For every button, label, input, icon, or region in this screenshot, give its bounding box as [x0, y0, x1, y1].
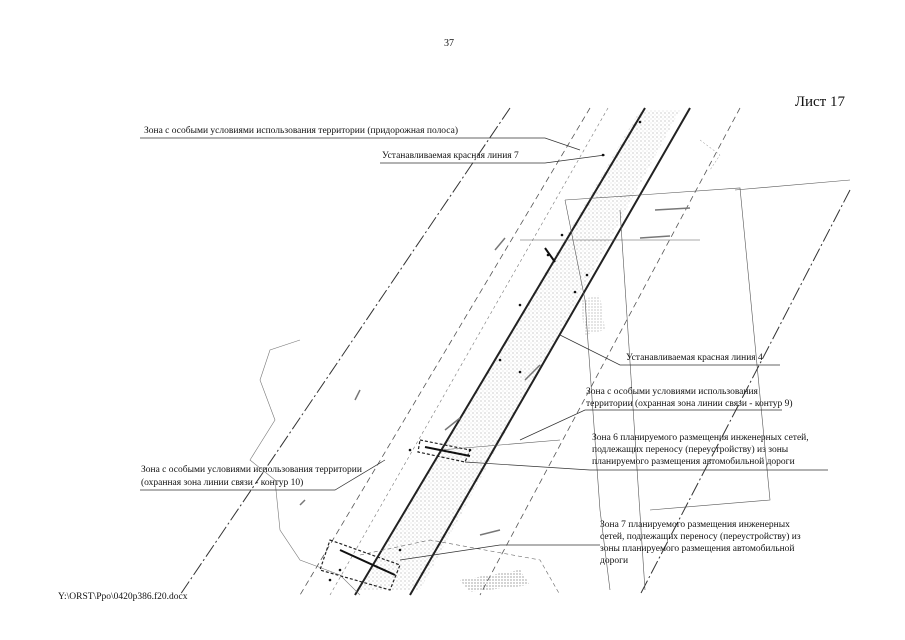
- red-line-4: [409, 107, 691, 596]
- dash-dot-line-left: [179, 107, 511, 596]
- leader-comm-10: [140, 459, 386, 491]
- dash-dot-line-right: [639, 189, 851, 596]
- label-comm-zone-9-line1: Зона с особыми условиями использования: [586, 387, 758, 397]
- label-zone-6-line1: Зона 6 планируемого размещения инженерны…: [592, 433, 809, 443]
- roadside-boundary-3: [329, 107, 609, 596]
- label-zone-7-line4: дороги: [600, 556, 629, 566]
- red-line-7: [354, 107, 646, 596]
- parcel-boundary-g: [359, 539, 561, 596]
- survey-points: [328, 120, 642, 582]
- terrain-contour: [249, 339, 361, 596]
- hatched-area-right: [580, 295, 605, 335]
- leader-roadside: [140, 137, 581, 151]
- leader-comm-9: [519, 409, 782, 441]
- road-corridor-fill: [360, 110, 680, 590]
- label-zone-7-line3: зоны планируемого размещения автомобильн…: [600, 544, 795, 554]
- parcel-boundary-b: [564, 199, 611, 591]
- leader-zone-7: [399, 544, 600, 561]
- label-comm-zone-9-line2: территории (охранная зона линии связи - …: [586, 399, 793, 409]
- file-path-footer: Y:\ORST\Ppo\0420p386.f20.docx: [58, 592, 188, 602]
- roadside-boundary-2: [479, 107, 741, 596]
- tiny-captions: [299, 207, 691, 536]
- terrain-contour-2: [699, 139, 721, 171]
- label-red-line-7: Устанавливаемая красная линия 7: [382, 151, 519, 161]
- label-zone-6-line3: планируемого размещения автомобильной до…: [592, 457, 795, 467]
- zone-7-marker: [319, 539, 401, 591]
- label-zone-7-line1: Зона 7 планируемого размещения инженерны…: [600, 520, 790, 530]
- leader-zone-6: [464, 461, 828, 471]
- leader-red-line-7: [380, 154, 606, 164]
- leader-red-line-4: [559, 334, 780, 366]
- label-comm-zone-10-line2: (охранная зона линии связи - контур 10): [141, 478, 304, 488]
- zone-6-marker: [417, 439, 471, 463]
- page-number: 37: [444, 38, 454, 49]
- label-red-line-4: Устанавливаемая красная линия 4: [626, 353, 763, 363]
- crossing-line-2: [339, 549, 396, 576]
- label-zone-6-line2: подлежащих переносу (переустройству) из …: [592, 445, 789, 455]
- roadside-boundary-1: [299, 107, 591, 596]
- parcel-boundary-c: [619, 209, 646, 591]
- label-zone-roadside: Зона с особыми условиями использования т…: [144, 126, 459, 136]
- parcel-boundary-d: [734, 179, 851, 191]
- label-zone-7-line2: сетей, подлежащих переносу (переустройст…: [600, 532, 801, 542]
- hatched-area-bottom: [460, 570, 530, 592]
- label-comm-zone-10-line1: Зона с особыми условиями использования т…: [141, 465, 362, 475]
- crossing-line-1: [424, 446, 471, 457]
- parcel-boundary-a: [564, 187, 771, 511]
- sheet-label: Лист 17: [794, 94, 845, 110]
- crossing-line-3: [544, 247, 556, 263]
